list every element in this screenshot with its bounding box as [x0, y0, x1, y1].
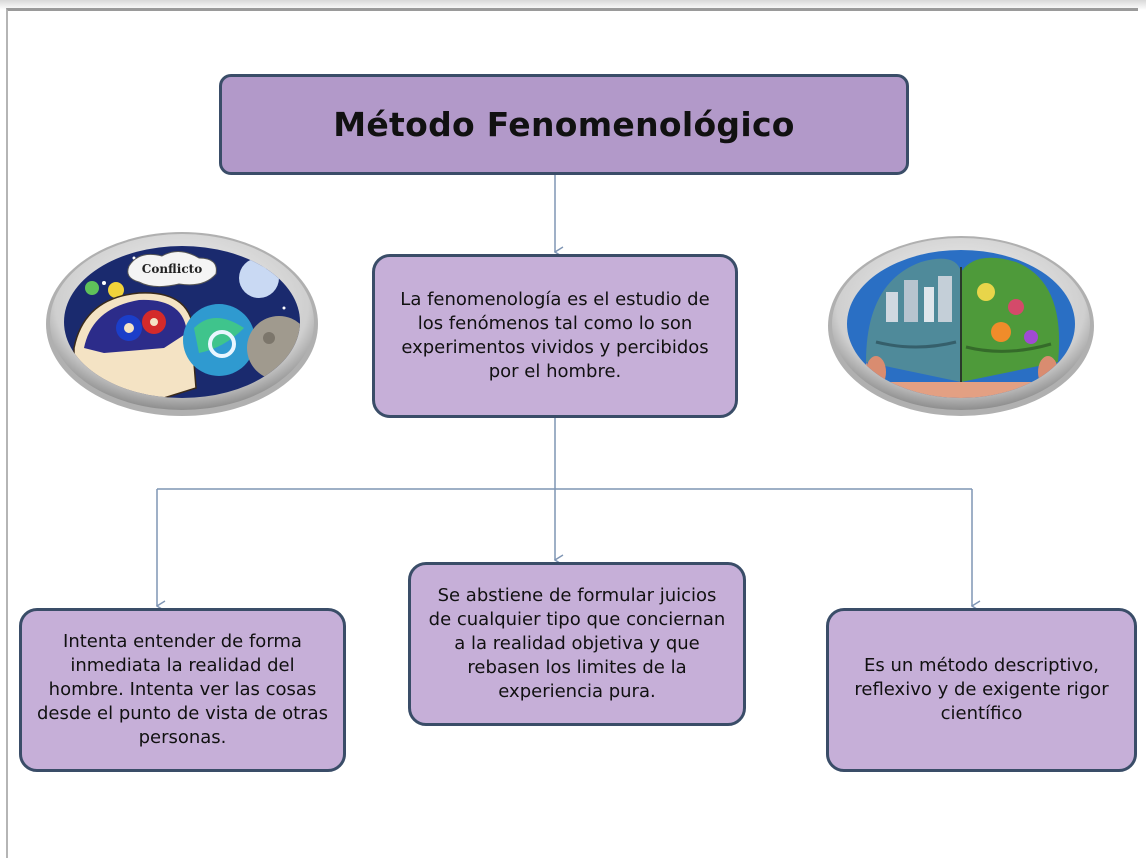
page-frame: [6, 8, 1138, 858]
branch-left-box: Intenta entender de forma inmediata la r…: [19, 608, 346, 772]
branch-right-text: Es un método descriptivo, reflexivo y de…: [854, 655, 1109, 724]
branch-left-text: Intenta entender de forma inmediata la r…: [36, 631, 329, 748]
definition-text: La fenomenología es el estudio de los fe…: [400, 289, 710, 382]
conflict-illustration: Conflicto: [46, 232, 318, 416]
title-box: Método Fenomenológico: [219, 74, 909, 175]
conflict-caption: Conflicto: [142, 262, 202, 276]
page-title: Método Fenomenológico: [333, 105, 795, 144]
top-shadow: [0, 0, 1146, 10]
branch-middle-text: Se abstiene de formular juicios de cualq…: [428, 585, 726, 702]
brain-illustration: [828, 236, 1094, 416]
branch-right-box: Es un método descriptivo, reflexivo y de…: [826, 608, 1137, 772]
definition-box: La fenomenología es el estudio de los fe…: [372, 254, 738, 418]
branch-middle-box: Se abstiene de formular juicios de cualq…: [408, 562, 746, 726]
